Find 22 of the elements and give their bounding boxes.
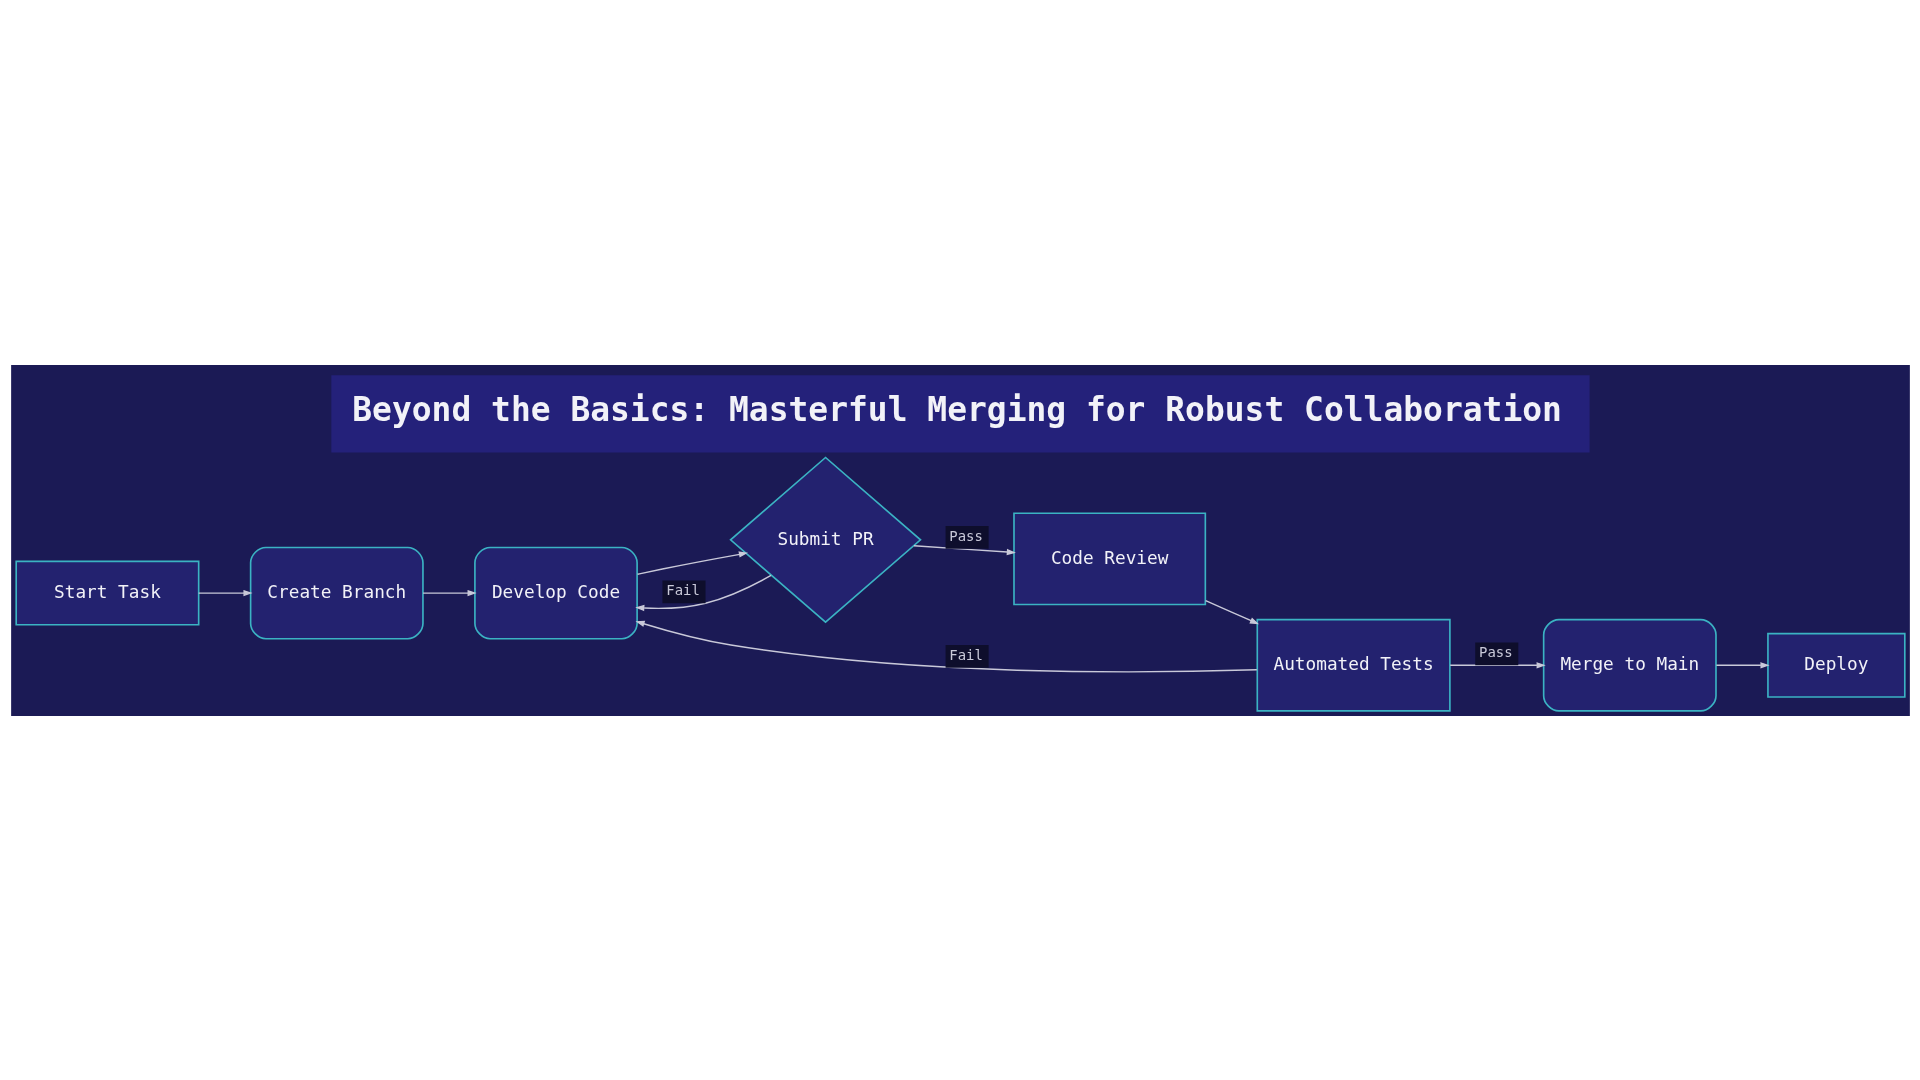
arrow	[421, 589, 477, 596]
node-box: Create Branch	[249, 546, 424, 640]
edge-label: Pass	[948, 527, 983, 544]
arrow	[197, 589, 253, 596]
arrow	[912, 544, 1016, 555]
arrow	[635, 620, 1258, 673]
node-box: Code Review	[1012, 511, 1206, 605]
arrow	[1715, 661, 1770, 668]
node-box: Develop Code	[473, 546, 638, 640]
node-box: Start Task	[14, 560, 199, 626]
arrow	[636, 550, 748, 575]
arrow	[1449, 661, 1546, 668]
node-box: Automated Tests	[1255, 618, 1451, 712]
node-box: Deploy	[1766, 632, 1906, 698]
node-box: Merge to Main	[1542, 618, 1717, 712]
edge-label: Pass	[1478, 643, 1513, 660]
edge-label: Fail	[665, 581, 700, 598]
edge-label: Fail	[948, 646, 983, 663]
arrow	[634, 574, 772, 611]
arrow	[1204, 599, 1259, 624]
diagram-title: Beyond the Basics: Masterful Merging for Robust Collaboration	[351, 389, 1562, 429]
node-diamond: Submit PR	[728, 455, 922, 623]
